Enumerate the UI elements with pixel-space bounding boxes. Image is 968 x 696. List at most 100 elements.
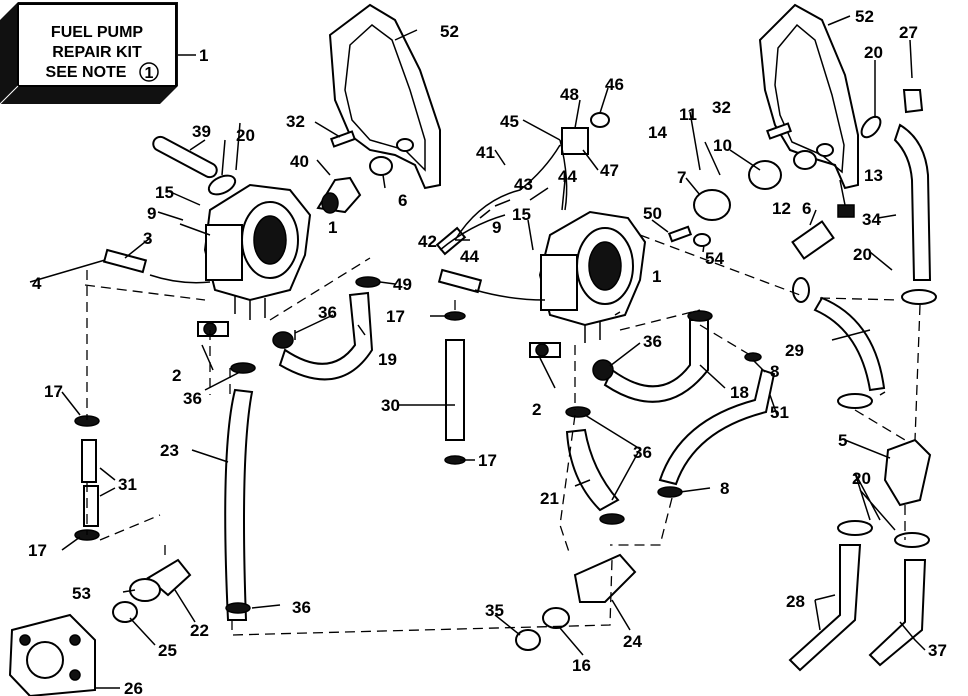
callout-47: 47 — [600, 161, 619, 180]
note-number: 1 — [145, 65, 154, 82]
callout-53: 53 — [72, 584, 91, 603]
callout-6: 6 — [802, 199, 811, 218]
clip-16 — [542, 607, 570, 629]
callout-18: 18 — [730, 383, 749, 402]
hose-37 — [868, 559, 927, 667]
callout-51: 51 — [770, 403, 789, 422]
callout-17: 17 — [28, 541, 47, 560]
screw-32-left — [330, 130, 356, 148]
callout-40: 40 — [290, 152, 309, 171]
clamp-8-a — [744, 352, 762, 362]
callout-36: 36 — [643, 332, 662, 351]
callout-34: 34 — [862, 210, 881, 229]
callout-17: 17 — [386, 307, 405, 326]
callout-49: 49 — [393, 275, 412, 294]
callout-2: 2 — [172, 366, 181, 385]
callout-32: 32 — [286, 112, 305, 131]
callout-2: 2 — [532, 400, 541, 419]
callout-44: 44 — [460, 247, 479, 266]
callout-4: 4 — [32, 274, 42, 293]
manifold-24 — [573, 553, 637, 603]
callout-54: 54 — [705, 249, 724, 268]
callout-20: 20 — [864, 43, 883, 62]
clamp-8-b — [657, 486, 683, 498]
filter-35 — [515, 629, 541, 651]
callout-45: 45 — [500, 112, 519, 131]
callout-29: 29 — [785, 341, 804, 360]
harness-41 — [454, 144, 561, 241]
clamp-20-b — [837, 393, 873, 409]
grommet-6-left — [369, 156, 393, 176]
callout-32: 32 — [712, 98, 731, 117]
clamp-20-e — [792, 277, 810, 303]
callout-24: 24 — [623, 632, 642, 651]
grommet-6-right — [793, 150, 817, 170]
hose-30 — [445, 339, 465, 441]
callout-42: 42 — [418, 232, 437, 251]
callout-52: 52 — [855, 7, 874, 26]
hose-21 — [565, 428, 620, 512]
callout-20: 20 — [853, 245, 872, 264]
callout-36: 36 — [318, 303, 337, 322]
sensor-3 — [102, 248, 148, 274]
check-valve-2-left — [197, 321, 229, 337]
clamp-36-e — [565, 406, 591, 418]
clamp-36-b — [225, 602, 251, 614]
connector-12 — [791, 220, 835, 260]
hose-51 — [658, 368, 776, 486]
hose-31-b — [83, 485, 99, 527]
callout-36: 36 — [633, 443, 652, 462]
callout-52: 52 — [440, 22, 459, 41]
kit-line-3: SEE NOTE — [46, 64, 127, 81]
callout-14: 14 — [648, 123, 667, 142]
hose-29 — [813, 296, 886, 392]
callout-27: 27 — [899, 23, 918, 42]
callout-7: 7 — [677, 168, 686, 187]
clamp-49 — [355, 276, 381, 288]
hose-34 — [893, 123, 932, 281]
kit-line-2: REPAIR KIT — [52, 44, 142, 61]
callout-9: 9 — [492, 218, 501, 237]
fuel-pump-left — [203, 183, 312, 320]
callout-22: 22 — [190, 621, 209, 640]
clamp-20-d — [894, 532, 930, 548]
callout-12: 12 — [772, 199, 791, 218]
callout-25: 25 — [158, 641, 177, 660]
callout-20: 20 — [852, 469, 871, 488]
part-48 — [561, 127, 589, 155]
part-7 — [693, 189, 731, 221]
callout-17: 17 — [44, 382, 63, 401]
hose-23 — [224, 388, 254, 621]
callout-3: 3 — [143, 229, 152, 248]
clamp-20-left — [207, 174, 237, 196]
hose-18 — [603, 319, 709, 403]
fuel-pump-right — [538, 210, 647, 343]
fitting-53 — [129, 578, 161, 602]
clamp-20-right — [860, 115, 882, 139]
callout-31: 31 — [118, 475, 137, 494]
part-50 — [667, 225, 693, 243]
clamp-20-c — [837, 520, 873, 536]
callout-19: 19 — [378, 350, 397, 369]
clamp-20-a — [901, 289, 937, 305]
part-54 — [693, 233, 711, 247]
callout-16: 16 — [572, 656, 591, 675]
callout-17: 17 — [478, 451, 497, 470]
callout-15: 15 — [512, 205, 531, 224]
filter-25 — [112, 601, 138, 623]
callout-8: 8 — [770, 362, 779, 381]
fuel-filter-26 — [8, 613, 96, 696]
callout-50: 50 — [643, 204, 662, 223]
callout-21: 21 — [540, 489, 559, 508]
part-27 — [902, 89, 924, 114]
check-valve-2-right — [529, 342, 561, 358]
callout-15: 15 — [155, 183, 174, 202]
callout-9: 9 — [147, 204, 156, 223]
callout-28: 28 — [786, 592, 805, 611]
screw-32-right — [766, 122, 792, 140]
hose-19 — [278, 291, 374, 381]
callout-37: 37 — [928, 641, 947, 660]
callout-36: 36 — [183, 389, 202, 408]
